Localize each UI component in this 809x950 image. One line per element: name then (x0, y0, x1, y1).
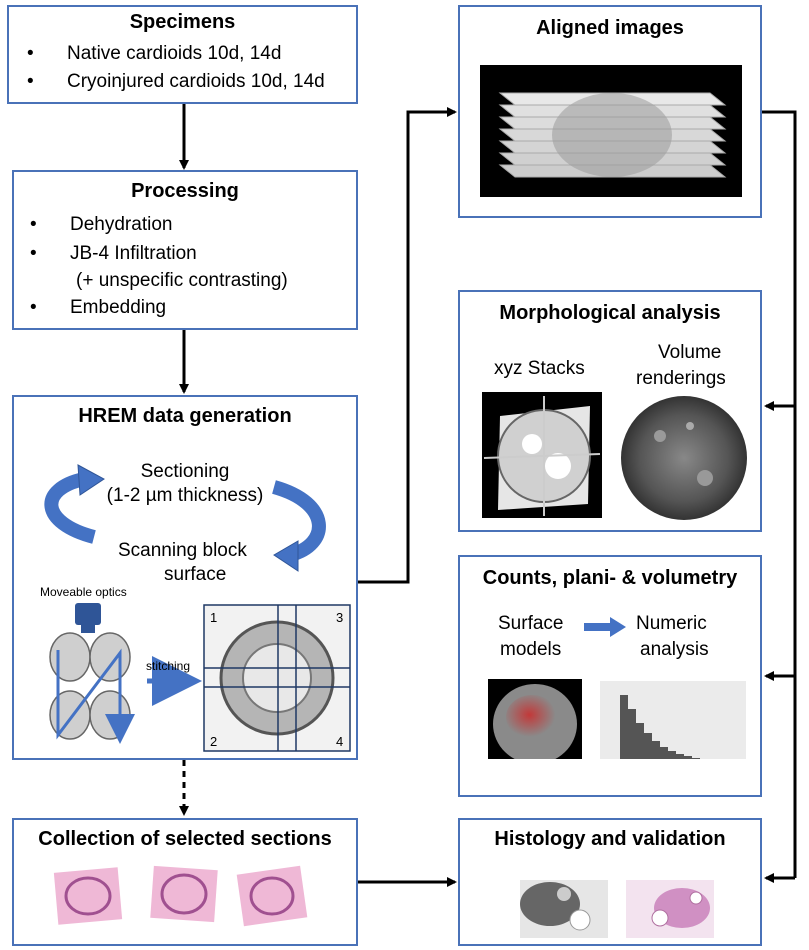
aligned-stack-image (480, 65, 742, 197)
xyz-stack-image (482, 392, 602, 518)
tile-number: 2 (210, 734, 218, 749)
surface-label-2: models (500, 639, 562, 660)
bullet: • (30, 243, 37, 264)
processing-item: Dehydration (70, 214, 173, 235)
section-slide (236, 865, 308, 927)
specimens-title: Specimens (129, 11, 236, 33)
collection-box: Collection of selected sections (12, 818, 358, 946)
histology-grayscale-image (520, 880, 608, 938)
processing-title: Processing (131, 180, 239, 202)
numeric-label: Numeric (636, 613, 707, 634)
surface-to-numeric-arrow (584, 617, 626, 637)
histology-images (520, 880, 714, 938)
counts-box: Counts, plani- & volumetry Surface model… (458, 555, 762, 797)
section-slide (53, 867, 123, 925)
cycle-arrowhead-right (273, 540, 299, 572)
specimens-item: Native cardioids 10d, 14d (67, 43, 282, 64)
tile-number: 1 (210, 610, 218, 625)
volume-label-2: renderings (636, 368, 726, 389)
aligned-box: Aligned images (458, 5, 762, 218)
right-distribution-line (762, 110, 797, 878)
arrow-hrem-to-aligned (358, 107, 457, 584)
morph-images (482, 392, 747, 520)
numeric-label-2: analysis (640, 639, 709, 660)
specimens-item: Cryoinjured cardioids 10d, 14d (67, 71, 325, 92)
hrem-title: HREM data generation (78, 405, 292, 427)
section-slides (53, 865, 308, 927)
optics-body (75, 603, 101, 625)
stacks-label: xyz Stacks (494, 358, 585, 379)
surface-model-image (488, 679, 582, 759)
histology-title: Histology and validation (494, 828, 726, 850)
optics-label: Moveable optics (40, 585, 127, 599)
morph-title: Morphological analysis (499, 302, 721, 324)
counts-title: Counts, plani- & volumetry (482, 567, 738, 589)
volume-rendering-image (621, 396, 747, 520)
stitching-label: stitching (146, 659, 191, 673)
processing-box: Processing • Dehydration • JB-4 Infiltra… (12, 170, 358, 330)
processing-item-note: (+ unspecific contrasting) (76, 270, 288, 291)
cycle-arrowhead-left (77, 464, 105, 496)
cycle-arrow-left (44, 472, 96, 544)
collection-title: Collection of selected sections (38, 828, 332, 850)
processing-item: Embedding (70, 297, 167, 318)
tile-number: 3 (336, 610, 344, 625)
optics-lens (81, 625, 95, 633)
bullet: • (27, 71, 34, 92)
cycle-arrow-right (271, 480, 326, 562)
aligned-title: Aligned images (536, 17, 684, 39)
histology-stained-image (626, 880, 714, 938)
scanning-label: Scanning block (118, 540, 247, 561)
sectioning-label: Sectioning (140, 461, 230, 482)
histogram-image (600, 681, 746, 759)
scanning-label-2: surface (164, 564, 227, 585)
bullet: • (30, 214, 37, 235)
specimens-box: Specimens • Native cardioids 10d, 14d • … (7, 5, 358, 104)
hrem-box: HREM data generation Sectioning (1-2 µm … (12, 395, 358, 760)
stitched-tiles (203, 604, 351, 752)
morph-box: Morphological analysis xyz Stacks Volume… (458, 290, 762, 532)
sample-fragments (49, 632, 135, 744)
tile-number: 4 (336, 734, 344, 749)
histology-box: Histology and validation (458, 818, 762, 946)
stack-layers (498, 92, 727, 178)
counts-images (488, 617, 746, 759)
volume-label: Volume (658, 342, 722, 363)
processing-item: JB-4 Infiltration (70, 243, 197, 264)
bullet: • (27, 43, 34, 64)
surface-label: Surface (498, 613, 564, 634)
bullet: • (30, 297, 37, 318)
sectioning-thickness: (1-2 µm thickness) (106, 485, 264, 506)
hrem-illustration (44, 464, 351, 752)
section-slide (150, 865, 218, 923)
